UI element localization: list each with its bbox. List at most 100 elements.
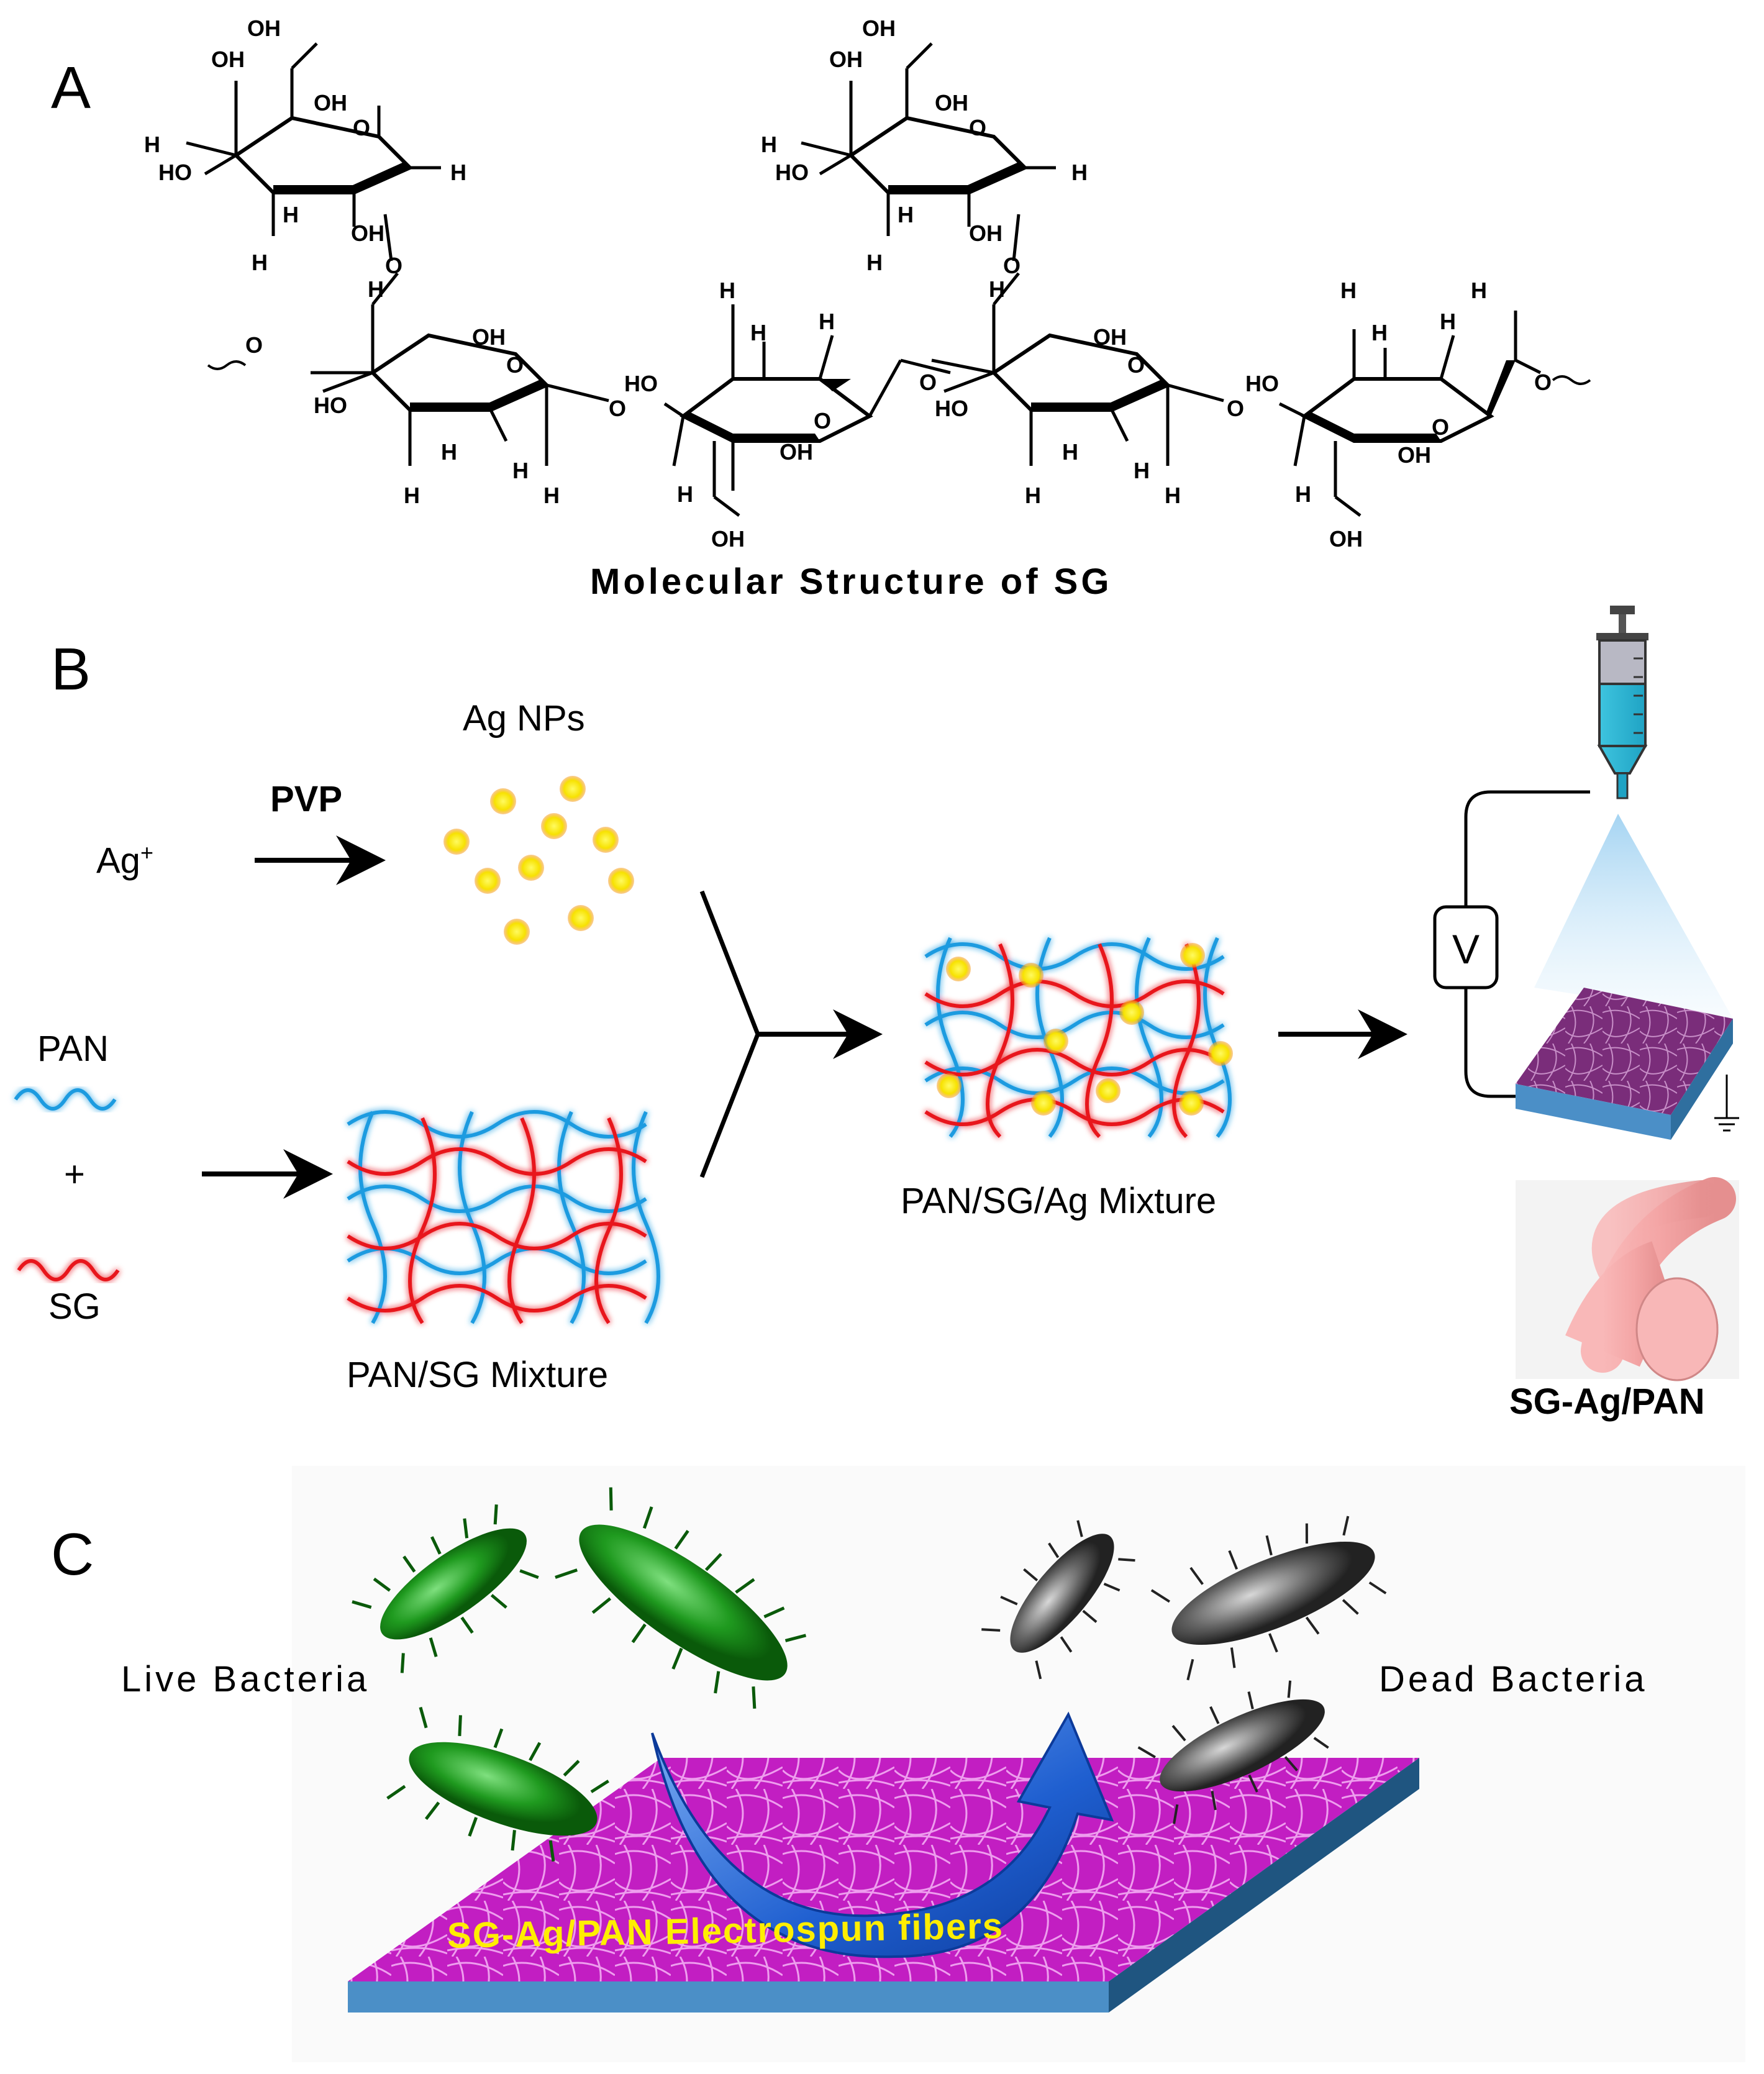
svg-text:HO: HO [775,160,809,185]
ag-nanoparticle [1208,1041,1233,1066]
svg-text:H: H [1071,160,1088,185]
transfer-arrow [651,1711,1114,1958]
svg-text:H: H [719,278,735,303]
syringe [1596,606,1648,799]
ag-nanoparticle [1180,943,1205,968]
svg-text:H: H [404,483,420,508]
collector-mat-top [1516,988,1733,1115]
ag-nanoparticle [593,827,619,853]
ag-nanoparticle [1043,1029,1068,1053]
live-bacteria [352,1487,807,1862]
svg-text:OH: OH [1329,526,1363,552]
ring-backbone-1 [311,272,609,466]
dead-bacterium [981,1520,1135,1680]
svg-text:OH: OH [935,90,968,116]
live-bacteria-label: Live Bacteria [121,1659,370,1699]
svg-text:O: O [1432,414,1449,440]
ag-nanoparticle [541,813,567,839]
svg-text:H: H [1371,320,1388,345]
svg-text:OH: OH [969,221,1002,246]
spray-cone [1534,814,1733,1019]
svg-text:O: O [814,408,831,434]
svg-text:O: O [1127,352,1145,378]
svg-text:HO: HO [935,396,968,421]
svg-text:H: H [1025,483,1041,508]
panel-c-label: C [51,1521,94,1588]
svg-text:H: H [368,276,384,302]
ring-backbone-3 [931,272,1224,466]
svg-text:H: H [144,132,160,157]
svg-text:OH: OH [780,439,813,465]
product-label: SG-Ag/PAN [1509,1381,1705,1422]
ag-nanoparticle [608,868,634,894]
collector-mat-side-right [1671,1019,1733,1140]
svg-text:H: H [283,202,299,227]
fiber-mat-label: SG-Ag/PAN Electrospun fibers [447,1906,1004,1956]
svg-text:HO: HO [314,393,347,418]
dead-bacterium [1137,1680,1329,1824]
ag-nanoparticle [1019,963,1043,988]
svg-text:OH: OH [247,16,281,41]
live-bacterium [352,1504,539,1673]
live-bacterium [555,1487,807,1709]
svg-text:H: H [898,202,914,227]
svg-text:H: H [866,250,883,275]
pan-sg-ag-mixture-label: PAN/SG/Ag Mixture [901,1181,1217,1221]
ag-nanoparticle [560,776,586,802]
ring-backbone-4 [1278,311,1542,517]
svg-text:H: H [819,309,835,334]
pan-sg-mixture-label: PAN/SG Mixture [347,1355,609,1395]
svg-text:HO: HO [1245,371,1279,396]
svg-text:OH: OH [314,90,347,116]
svg-text:H: H [543,483,560,508]
ag-nanoparticle [490,788,516,814]
sg-molecular-structure: OH OH OH O H HO H H OH H O OH OH OH O H … [144,16,1591,552]
dead-bacteria-label: Dead Bacteria [1379,1659,1648,1699]
svg-text:O: O [506,352,524,378]
ag-ion-charge: + [140,840,153,865]
svg-text:HO: HO [624,371,658,396]
ag-ion-text: Ag [96,840,140,881]
svg-text:H: H [677,481,693,507]
fiber-illustration [1516,1177,1739,1381]
svg-text:H: H [1471,278,1487,303]
ag-nanoparticle [946,957,971,981]
svg-text:H: H [989,276,1005,302]
svg-text:H: H [441,439,457,465]
ag-nanoparticle [1119,1000,1144,1025]
ag-nanoparticle [443,829,470,855]
svg-text:H: H [761,132,777,157]
live-bacterium [386,1706,609,1862]
svg-text:H: H [1440,309,1456,334]
dead-bacterium [1150,1516,1387,1681]
ag-nanoparticle [1096,1078,1121,1103]
svg-text:OH: OH [711,526,745,552]
svg-text:OH: OH [1093,324,1127,350]
collector-mat-side-front [1516,1084,1671,1140]
pan-strand [14,1088,117,1111]
svg-text:OH: OH [472,324,506,350]
ag-nanoparticles [443,776,634,945]
panel-a-label: A [51,55,91,121]
svg-text:O: O [245,332,263,358]
ag-nanoparticle [1179,1091,1204,1116]
ag-nanoparticle [1031,1091,1056,1116]
ring-top-left [186,42,441,262]
sg-label: SG [48,1286,101,1327]
ring-top-right [801,42,1056,262]
panel-b-label: B [51,636,91,703]
svg-text:H: H [1134,458,1150,483]
svg-text:H: H [512,458,529,483]
svg-text:H: H [750,320,766,345]
fiber-mat-top [348,1758,1419,1981]
svg-text:O: O [385,253,402,278]
svg-text:OH: OH [351,221,384,246]
structure-caption: Molecular Structure of SG [590,562,1112,602]
pan-sg-ag-network [924,937,1233,1139]
svg-text:H: H [1340,278,1357,303]
svg-text:H: H [450,160,466,185]
svg-text:H: H [252,250,268,275]
ring-backbone-2 [663,304,951,517]
svg-text:O: O [1534,370,1552,395]
